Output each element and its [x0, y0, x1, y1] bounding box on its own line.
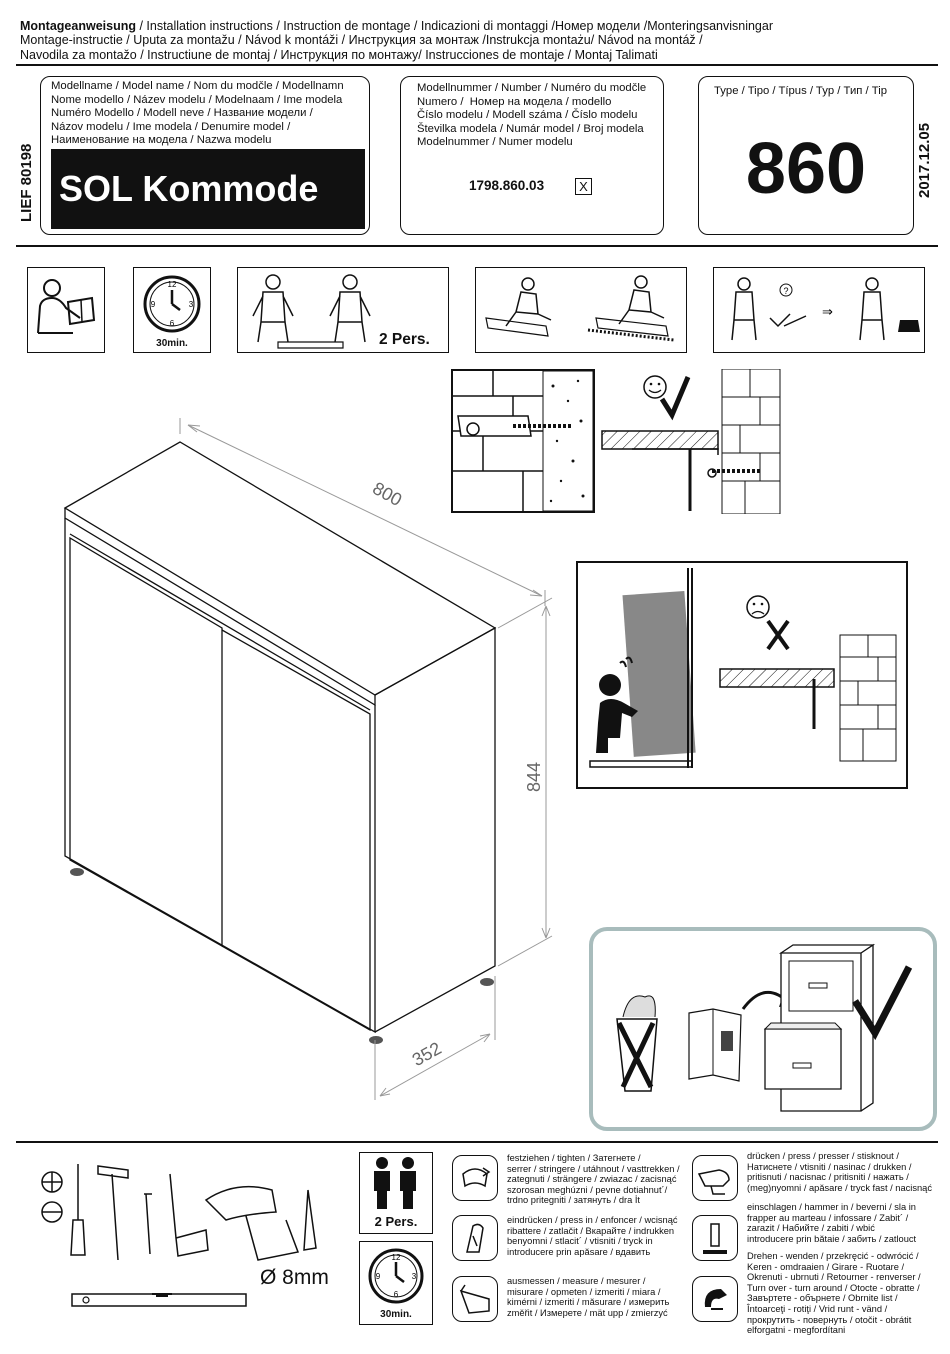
- svg-text:3: 3: [412, 1272, 417, 1281]
- turn-over-label: Drehen - wenden / przekręcić - odwrócić …: [747, 1251, 921, 1336]
- wall-bracket-icon: [601, 369, 781, 514]
- turn-over-icon: [692, 1276, 738, 1322]
- press-in-icon: [452, 1215, 498, 1261]
- svg-text:?: ?: [783, 286, 788, 296]
- two-workers-icon: [252, 274, 371, 349]
- header-line-2: Montage-instructie / Uputa za montažu / …: [20, 33, 703, 48]
- read-manual-pictogram: [27, 267, 105, 353]
- model-number-box: Modellnummer / Number / Numéro du modčle…: [400, 76, 664, 235]
- keep-instructions-box: [589, 927, 937, 1131]
- date-label: 2017.12.05: [916, 122, 933, 198]
- height-dimension: 844: [524, 761, 544, 792]
- press-label: drücken / press / presser / stisknout / …: [747, 1151, 932, 1193]
- info-rule: [16, 245, 938, 247]
- model-name-box: Modellname / Model name / Nom du modčle …: [40, 76, 370, 235]
- drill-size-label: Ø 8mm: [260, 1266, 329, 1289]
- svg-text:9: 9: [151, 300, 156, 309]
- tip-over-warning-box: [576, 561, 908, 789]
- svg-text:3: 3: [189, 300, 194, 309]
- svg-text:12: 12: [392, 1253, 401, 1262]
- tools-illustration: [41, 1164, 317, 1307]
- svg-text:⇒: ⇒: [822, 304, 833, 319]
- screwdriver-icons: [41, 1164, 317, 1261]
- model-number-value: 1798.860.03: [469, 178, 545, 193]
- call-service-pictogram: ? ⇒: [713, 267, 925, 353]
- time-pictogram: 12 3 6 9 30min.: [133, 267, 211, 353]
- file-instructions-icon: [616, 943, 913, 1112]
- persons-label: 2 Pers.: [379, 331, 430, 348]
- footer-persons-box: 2 Pers.: [359, 1152, 433, 1234]
- tighten-icon: [452, 1155, 498, 1201]
- two-persons-pictogram: 2 Pers.: [237, 267, 449, 353]
- header-rule: [16, 64, 938, 66]
- correct-mounting-detail: [600, 369, 790, 514]
- tip-over-warning-icon: [589, 568, 897, 768]
- model-number-labels: Modellnummer / Number / Numéro du modčle…: [417, 82, 647, 149]
- footer-time-box: 12 3 6 9 30min.: [359, 1241, 433, 1325]
- title: Montageanweisung: [20, 19, 136, 33]
- checked-box: X: [575, 178, 592, 195]
- clock-icon: 12 3 6 9: [143, 275, 201, 333]
- cabinet-drawing: [63, 418, 553, 1100]
- hammer-icon: [692, 1215, 738, 1261]
- type-labels: Type / Tipo / Típus / Typ / Тип / Tip: [714, 85, 888, 97]
- wall-anchor-detail: [451, 369, 595, 513]
- header-text: Montageanweisung / Installation instruct…: [20, 19, 940, 62]
- type-box: Type / Tipo / Típus / Typ / Тип / Tip 86…: [698, 76, 914, 235]
- reading-person-icon: [37, 279, 96, 334]
- two-persons-icon: [374, 1157, 416, 1209]
- press-in-label: eindrücken / press in / enfoncer / wcisn…: [507, 1215, 678, 1257]
- svg-text:6: 6: [394, 1290, 399, 1299]
- footer-clock-icon: 12 3 6 9: [368, 1248, 424, 1304]
- assemble-on-carpet-icon: [485, 275, 675, 342]
- measure-label: ausmessen / measure / mesurer / misurare…: [507, 1276, 670, 1318]
- footer-time-label: 30min.: [380, 1309, 412, 1320]
- time-label: 30min.: [156, 338, 188, 349]
- model-name-value: SOL Kommode: [51, 149, 365, 229]
- header-line-1: / Installation instructions / Instructio…: [135, 19, 773, 33]
- svg-text:12: 12: [168, 280, 177, 289]
- soft-surface-pictogram: [475, 267, 687, 353]
- lief-number: LIEF 80198: [18, 143, 35, 222]
- measure-icon: [452, 1276, 498, 1322]
- anchor-in-wall-icon: [453, 371, 593, 511]
- svg-text:9: 9: [376, 1272, 381, 1281]
- svg-text:6: 6: [170, 319, 175, 328]
- tighten-label: festziehen / tighten / Затегнете / serre…: [507, 1153, 680, 1206]
- footer-rule: [16, 1141, 938, 1143]
- question-phone-icon: ? ⇒: [731, 277, 920, 341]
- type-value: 860: [745, 129, 867, 209]
- footer-persons-label: 2 Pers.: [374, 1214, 418, 1229]
- header-line-3: Navodila za montažo / Instructiune de mo…: [20, 47, 658, 62]
- press-icon: [692, 1155, 738, 1201]
- hammer-label: einschlagen / hammer in / beverni / sla …: [747, 1202, 917, 1244]
- model-name-labels: Modellname / Model name / Nom du modčle …: [51, 80, 344, 147]
